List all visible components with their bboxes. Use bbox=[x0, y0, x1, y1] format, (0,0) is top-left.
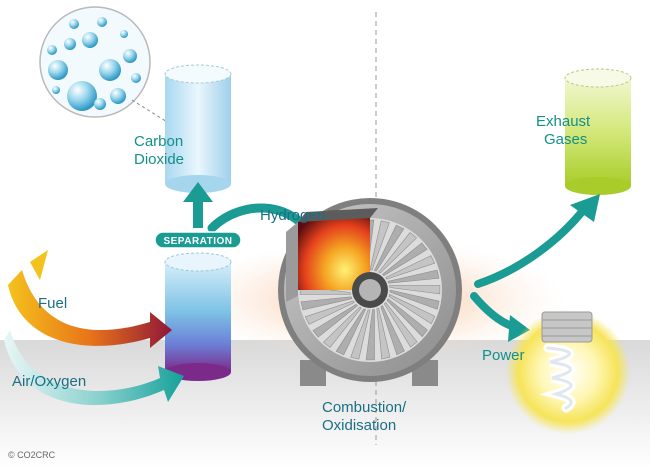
exhaust-label-line1: Exhaust bbox=[536, 113, 591, 130]
air-oxygen-arrow bbox=[4, 330, 184, 406]
separation-badge: SEPARATION bbox=[154, 231, 242, 249]
turbine-blade bbox=[385, 255, 436, 280]
turbine-blade bbox=[369, 220, 390, 271]
turbine-blade bbox=[300, 296, 353, 311]
copyright-text: © CO2CRC bbox=[8, 450, 56, 460]
hydrogen-label: Hydrogen bbox=[260, 207, 325, 224]
combustion-label-line1: Combustion/ bbox=[322, 399, 407, 416]
carbon-dioxide-label-line2: Dioxide bbox=[134, 151, 184, 168]
air-oxygen-label: Air/Oxygen bbox=[12, 373, 86, 390]
turbine-blade bbox=[304, 300, 355, 325]
turbine-blade bbox=[383, 302, 418, 348]
turbine-blade bbox=[374, 224, 405, 272]
exhaust-arrow bbox=[474, 204, 589, 288]
turbine-blade bbox=[387, 269, 440, 284]
turbine-blade bbox=[350, 309, 371, 360]
combustion-label-line2: Oxidisation bbox=[322, 417, 396, 434]
turbine-blade bbox=[382, 242, 428, 277]
arrow-to-co2 bbox=[183, 182, 213, 228]
turbine-icon bbox=[278, 198, 462, 386]
fuel-arrow bbox=[8, 250, 172, 348]
turbine-blade bbox=[365, 309, 375, 361]
turbine-blade bbox=[322, 306, 362, 348]
turbine-blade bbox=[376, 307, 391, 360]
exhaust-label-line2: Gases bbox=[544, 131, 587, 148]
power-arrowhead bbox=[508, 315, 530, 342]
turbine-blade bbox=[335, 308, 366, 356]
turbine-blade bbox=[312, 303, 358, 338]
co2-magnifier bbox=[39, 6, 173, 126]
turbine-blade bbox=[380, 305, 405, 356]
turbine-blade bbox=[389, 285, 441, 295]
separation-cylinder bbox=[164, 252, 232, 381]
exhaust-cylinder bbox=[564, 68, 632, 195]
separation-label: SEPARATION bbox=[163, 236, 232, 247]
turbine-blade bbox=[386, 298, 428, 338]
turbine-blade bbox=[378, 232, 418, 274]
carbon-dioxide-label-line1: Carbon bbox=[134, 133, 183, 150]
fuel-label: Fuel bbox=[38, 295, 67, 312]
power-label: Power bbox=[482, 347, 525, 364]
light-bulb-icon bbox=[506, 310, 630, 434]
co2-cylinder bbox=[164, 64, 232, 193]
turbine-blade bbox=[388, 294, 436, 325]
exhaust-arrowhead bbox=[570, 194, 600, 222]
turbine-blade bbox=[389, 289, 440, 310]
